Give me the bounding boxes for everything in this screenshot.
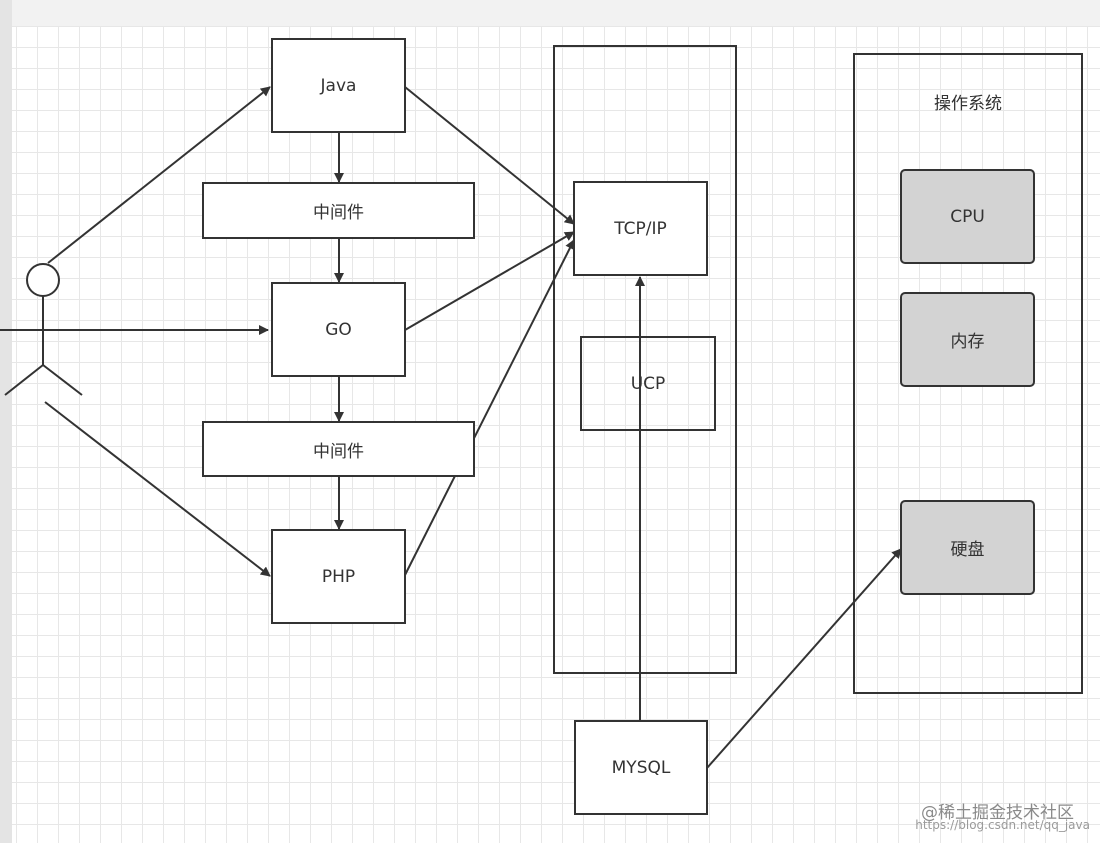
left-edge-strip (0, 0, 12, 843)
network-container (553, 45, 737, 674)
edge-mysql-disk (706, 548, 902, 769)
diagram-canvas (12, 26, 1100, 843)
watermark-url: https://blog.csdn.net/qq_java (915, 818, 1090, 832)
go-node: GO (271, 282, 406, 377)
user-actor-icon (0, 263, 88, 396)
mysql-node: MYSQL (574, 720, 708, 815)
ucp-node: UCP (580, 336, 716, 431)
disk-node: 硬盘 (900, 500, 1035, 595)
middleware-node-2: 中间件 (202, 421, 475, 477)
edge-user-php (44, 401, 271, 577)
tcpip-node: TCP/IP (573, 181, 708, 276)
os-container: 操作系统 (853, 53, 1083, 694)
java-node: Java (271, 38, 406, 133)
edge-go-tcpip (404, 231, 575, 331)
php-node: PHP (271, 529, 406, 624)
edge-java-tcpip (404, 86, 575, 225)
edge-php-tcpip (404, 239, 575, 576)
middleware-node-1: 中间件 (202, 182, 475, 239)
memory-node: 内存 (900, 292, 1035, 387)
cpu-node: CPU (900, 169, 1035, 264)
watermark-brand: @稀土掘金技术社区 (921, 803, 1074, 823)
edge-user-java (47, 86, 271, 264)
